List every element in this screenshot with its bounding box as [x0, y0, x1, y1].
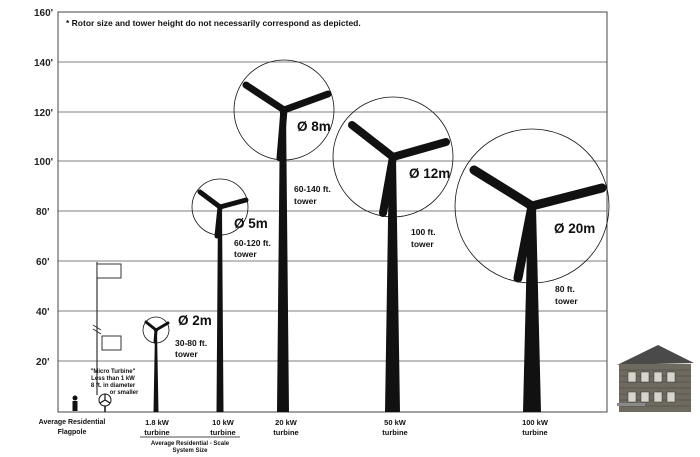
rotor-circle: [233, 59, 335, 161]
micro-turbine-note-line: Less than 1 kW: [91, 376, 135, 382]
micro-turbine-note-line: 8 ft. in diameter: [91, 383, 136, 389]
tower-height-label: 80 ft.: [555, 284, 575, 294]
micro-turbine-note-line: "Micro Turbine": [91, 369, 136, 375]
rotor-blades: [348, 121, 450, 217]
rotor-blades: [144, 320, 170, 344]
diameter-label: Ø 20m: [554, 221, 595, 236]
diameter-label: Ø 8m: [297, 119, 331, 134]
system-size-label: Average Residential - Scale: [151, 441, 230, 447]
tower-height-label: 60-120 ft.: [234, 238, 271, 248]
micro-turbine-note: "Micro Turbine" Less than 1 kW 8 ft. in …: [91, 369, 139, 396]
y-tick-label: 140': [34, 58, 53, 69]
y-tick-label: 40': [36, 307, 50, 318]
tower-height-label: tower: [175, 349, 198, 359]
rotor-blades: [242, 81, 332, 162]
flagpole: [92, 262, 122, 395]
x-label-turbine: 1.8 kW: [145, 418, 170, 427]
y-tick-label: 120': [34, 108, 53, 119]
tower-height-label: tower: [555, 296, 578, 306]
x-label-turbine: turbine: [273, 428, 298, 437]
turbine-100kw: [454, 128, 610, 412]
tower-height-label: 100 ft.: [411, 227, 436, 237]
x-label-turbine: 50 kW: [384, 418, 407, 427]
x-label-turbine: 100 kW: [522, 418, 549, 427]
y-tick-label: 60': [36, 257, 50, 268]
house-image: [617, 345, 694, 412]
micro-turbine-note-line: or smaller: [110, 390, 139, 396]
flag: [101, 335, 122, 351]
tower-height-label: 60-140 ft.: [294, 184, 331, 194]
rotor-circle: [332, 96, 454, 218]
rotor-blades: [197, 189, 249, 239]
y-tick-label: 100': [34, 157, 53, 168]
micro-turbine-icon: [98, 393, 112, 412]
turbine-50kw: [332, 96, 454, 412]
plot-frame: [57, 11, 608, 413]
y-tick-label: 160': [34, 8, 53, 19]
turbine-10kw: [191, 178, 249, 412]
x-label-turbine: turbine: [210, 428, 235, 437]
rotor-blades: [469, 165, 607, 283]
flag: [96, 263, 122, 279]
diameter-label: Ø 5m: [234, 216, 268, 231]
x-label-turbine: turbine: [522, 428, 547, 437]
tower-height-label: 30-80 ft.: [175, 338, 207, 348]
x-label-turbine: 10 kW: [212, 418, 235, 427]
system-size-label: System Size: [172, 448, 208, 454]
diameter-label: Ø 2m: [178, 313, 212, 328]
person-icon: [72, 395, 78, 411]
diameter-label: Ø 12m: [409, 166, 450, 181]
disclaimer-note: * Rotor size and tower height do not nec…: [66, 18, 361, 28]
x-label-person: Average Residential: [39, 419, 106, 426]
tower-height-label: tower: [411, 239, 434, 249]
y-axis-ticks: 160' 140' 120' 100' 80' 60' 40' 20': [34, 8, 53, 368]
rotor-circle: [454, 128, 610, 284]
x-label-flagpole: Flagpole: [58, 429, 87, 436]
y-tick-label: 20': [36, 357, 50, 368]
x-label-turbine: turbine: [144, 428, 169, 437]
x-label-turbine: turbine: [382, 428, 407, 437]
y-tick-label: 80': [36, 207, 50, 218]
turbine-1-8kw: [142, 316, 170, 412]
gridlines: [58, 61, 607, 362]
tower-height-label: tower: [294, 196, 317, 206]
rotor-circle: [191, 178, 249, 236]
x-label-turbine: 20 kW: [275, 418, 298, 427]
turbine-20kw: [233, 59, 335, 412]
tower-height-label: tower: [234, 249, 257, 259]
